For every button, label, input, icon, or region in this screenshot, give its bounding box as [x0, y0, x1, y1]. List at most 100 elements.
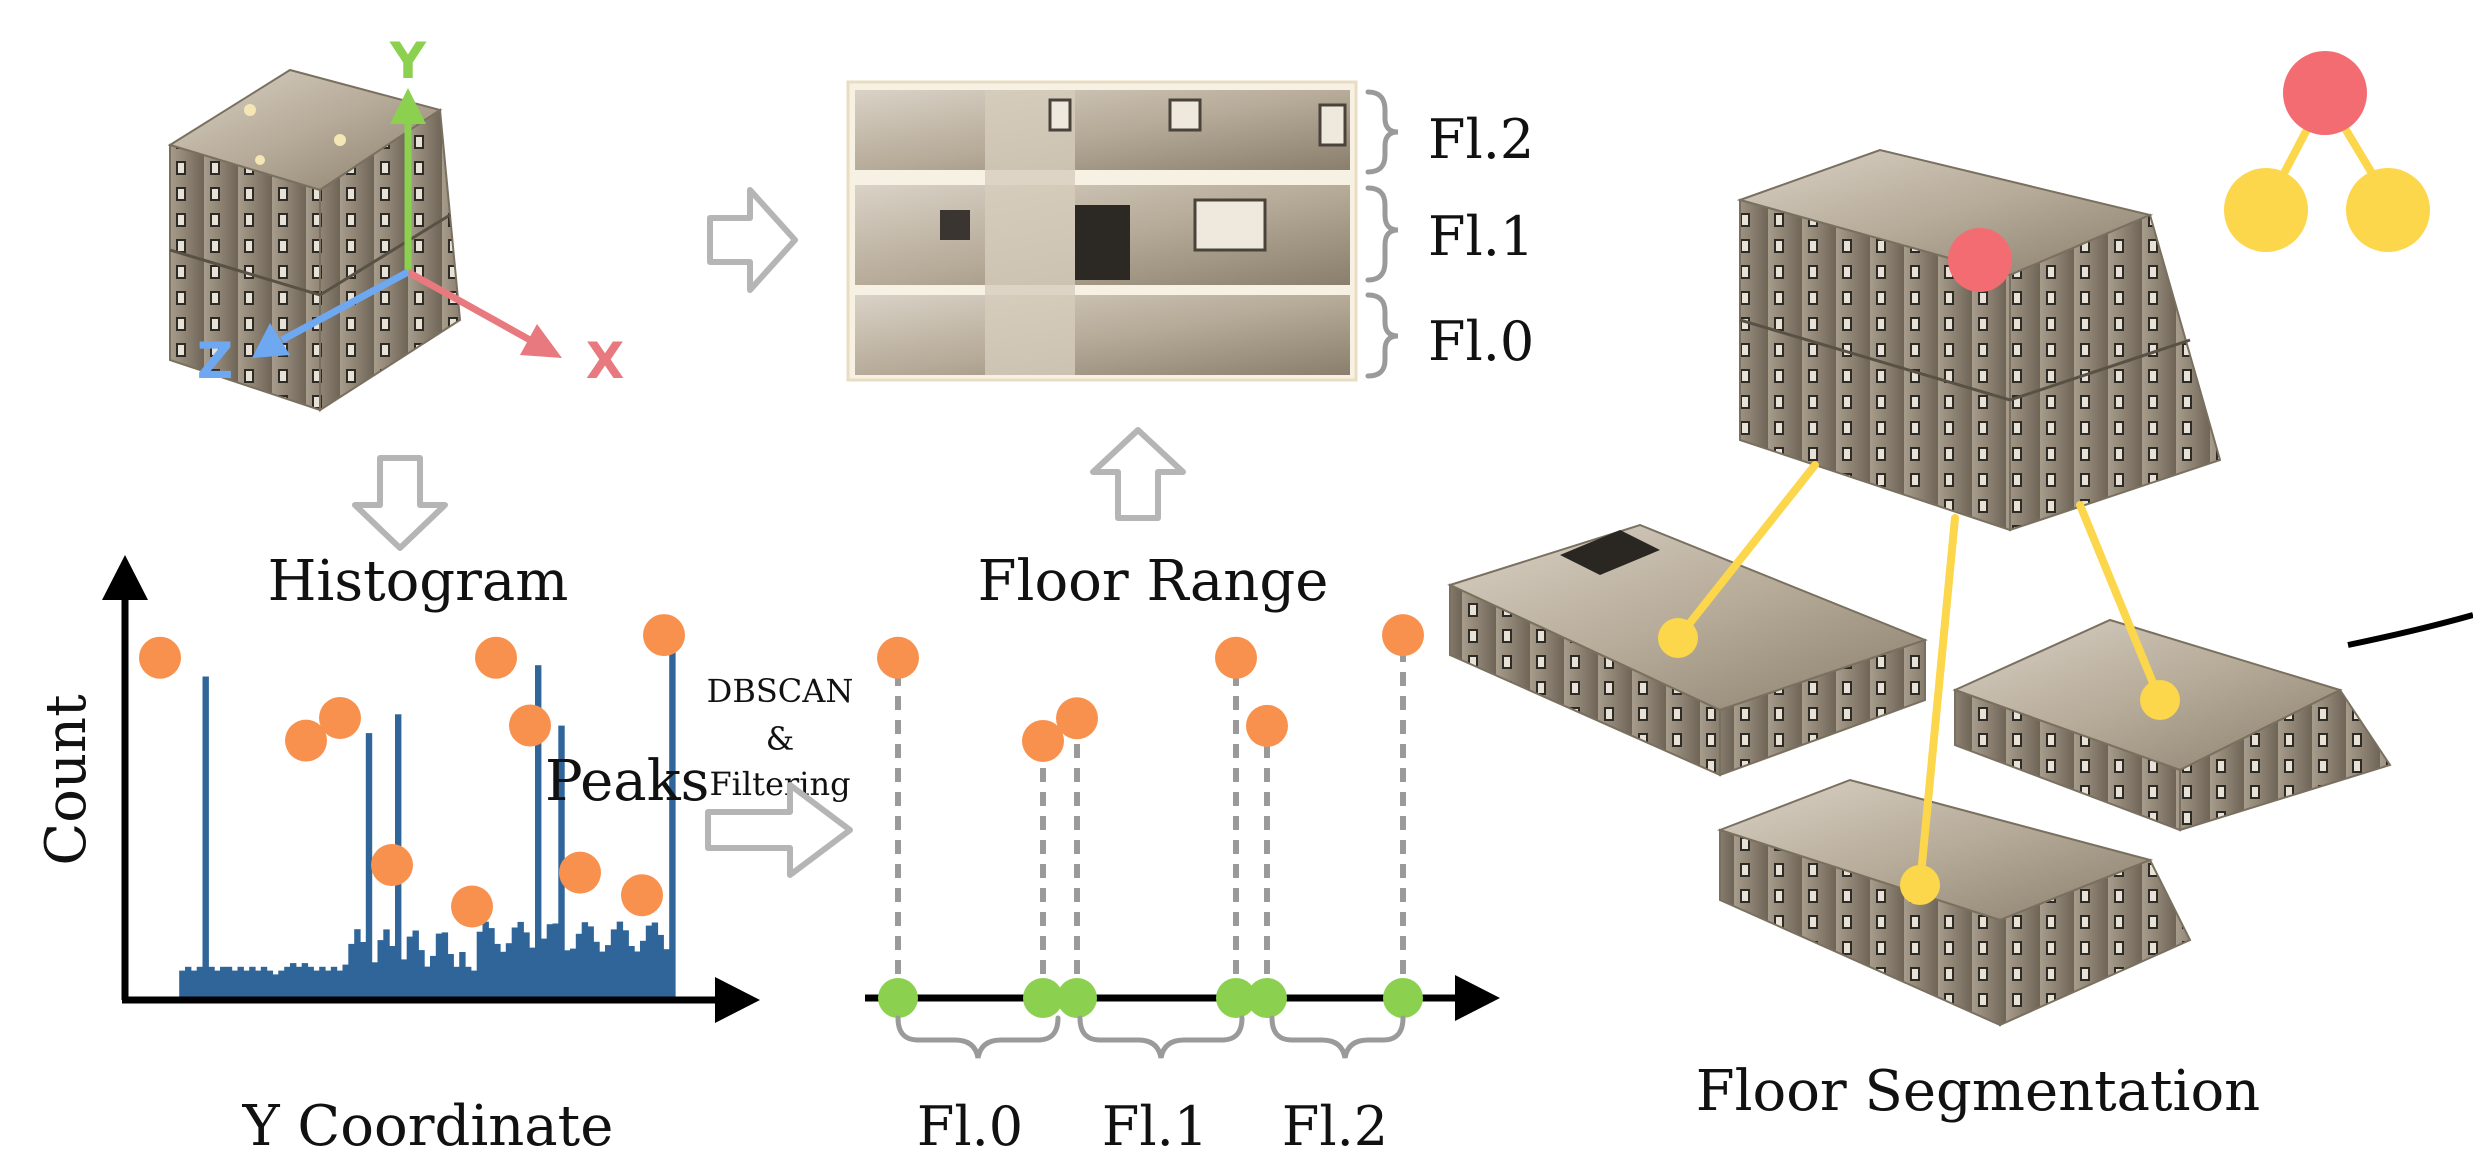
histogram-bar — [523, 932, 530, 997]
y-coordinate-axis-label: Y Coordinate — [242, 1094, 614, 1159]
arrow-right-dbscan-icon — [705, 782, 853, 878]
histogram-bar — [266, 970, 274, 997]
histogram-bar — [342, 964, 349, 997]
histogram-y-arrow — [102, 555, 148, 600]
histogram-bar — [570, 948, 577, 997]
histogram-bar — [190, 970, 198, 997]
cluster-floor-label-2: Fl.2 — [1282, 1095, 1388, 1158]
histogram-bar — [593, 941, 600, 997]
histogram-bar — [663, 949, 670, 997]
histogram-peak-marker — [559, 851, 601, 894]
histogram-bar — [418, 950, 425, 997]
histogram-bar — [336, 970, 344, 997]
segment-node-left — [1658, 618, 1698, 658]
histogram-bar — [272, 974, 279, 997]
floor-segmentation-label: Floor Segmentation — [1696, 1059, 2261, 1124]
histogram-chart — [102, 555, 760, 1023]
histogram-bar — [552, 923, 559, 997]
histogram-bar — [640, 940, 647, 997]
floor-section-label-2: Fl.2 — [1428, 108, 1534, 171]
histogram-peak-marker — [621, 874, 663, 917]
arrow-right-icon — [707, 187, 798, 293]
histogram-bar — [348, 943, 355, 997]
histogram-bar — [657, 934, 664, 997]
histogram-bar — [389, 946, 396, 997]
histogram-bar — [295, 966, 303, 997]
histogram-bar — [412, 930, 419, 997]
cluster-base-point — [1057, 978, 1097, 1018]
dbscan-label: DBSCAN — [707, 672, 854, 710]
cluster-braces — [895, 1015, 1406, 1059]
histogram-bar — [319, 966, 326, 997]
histogram-bar — [307, 966, 314, 997]
cluster-base-point — [1383, 978, 1423, 1018]
histogram-bar — [581, 922, 589, 997]
histogram-bar — [482, 921, 489, 997]
histogram-bar — [535, 665, 542, 997]
histogram-label: Histogram — [268, 549, 569, 614]
arrow-up-icon — [1090, 427, 1186, 521]
histogram-peaks — [139, 614, 685, 928]
clustered-peaks-chart — [865, 614, 1500, 1059]
histogram-bar — [365, 733, 373, 997]
histogram-bar — [587, 926, 594, 997]
histogram-bar — [284, 966, 291, 997]
histogram-bar — [330, 966, 338, 997]
histogram-peak-marker — [509, 704, 551, 747]
cluster-peak-marker — [877, 636, 919, 679]
histogram-bar — [325, 970, 332, 997]
histogram-bars — [179, 650, 676, 998]
histogram-bar — [488, 928, 495, 997]
histogram-bar — [185, 966, 192, 997]
histogram-bar — [360, 942, 367, 997]
histogram-bar — [179, 970, 186, 997]
cluster-base-point — [1023, 978, 1063, 1018]
histogram-bar — [459, 952, 466, 997]
cluster-base-point — [878, 978, 918, 1018]
histogram-x-arrow — [715, 977, 760, 1023]
histogram-bar — [214, 970, 221, 997]
histogram-bar — [645, 925, 653, 997]
histogram-bar — [564, 950, 571, 997]
histogram-bar — [441, 932, 449, 997]
floor-section-braces — [1365, 89, 1399, 379]
histogram-bar — [517, 921, 524, 997]
histogram-bar — [622, 930, 629, 997]
histogram-bar — [290, 963, 297, 997]
histogram-bar — [505, 943, 513, 997]
histogram-peak-marker — [139, 636, 181, 679]
floor-section-label-1: Fl.1 — [1428, 205, 1534, 268]
histogram-bar — [575, 933, 583, 997]
peaks-label: Peaks — [545, 749, 709, 814]
histogram-peak-marker — [643, 614, 685, 657]
cluster-peak-marker — [1056, 697, 1098, 740]
histogram-bar — [255, 970, 262, 997]
cluster-axis-arrow — [1455, 975, 1500, 1021]
floor-sections-view — [846, 80, 1358, 382]
segmented-house-full — [1736, 148, 2222, 532]
segment-node-right — [2140, 680, 2180, 720]
histogram-bar — [453, 966, 460, 997]
histogram-bar — [651, 922, 659, 997]
cluster-peak-marker — [1215, 636, 1257, 679]
histogram-bar — [202, 676, 209, 997]
histogram-peak-marker — [451, 885, 493, 928]
histogram-bar — [435, 933, 443, 997]
histogram-bar — [465, 966, 472, 997]
count-axis-label: Count — [34, 694, 99, 866]
histogram-bar — [377, 940, 384, 997]
histogram-bar — [540, 938, 548, 997]
cluster-floor-label-1: Fl.1 — [1102, 1095, 1208, 1158]
cluster-points — [877, 614, 1424, 1018]
ampersand-label: & — [766, 720, 794, 758]
histogram-bar — [494, 943, 501, 997]
histogram-bar — [243, 970, 250, 997]
histogram-bar — [249, 966, 256, 997]
histogram-bar — [237, 966, 244, 997]
floor-section-0 — [855, 295, 1350, 375]
histogram-peak-marker — [475, 636, 517, 679]
floor-section-label-0: Fl.0 — [1428, 310, 1534, 373]
histogram-bar — [220, 966, 227, 997]
histogram-bar — [546, 924, 554, 997]
